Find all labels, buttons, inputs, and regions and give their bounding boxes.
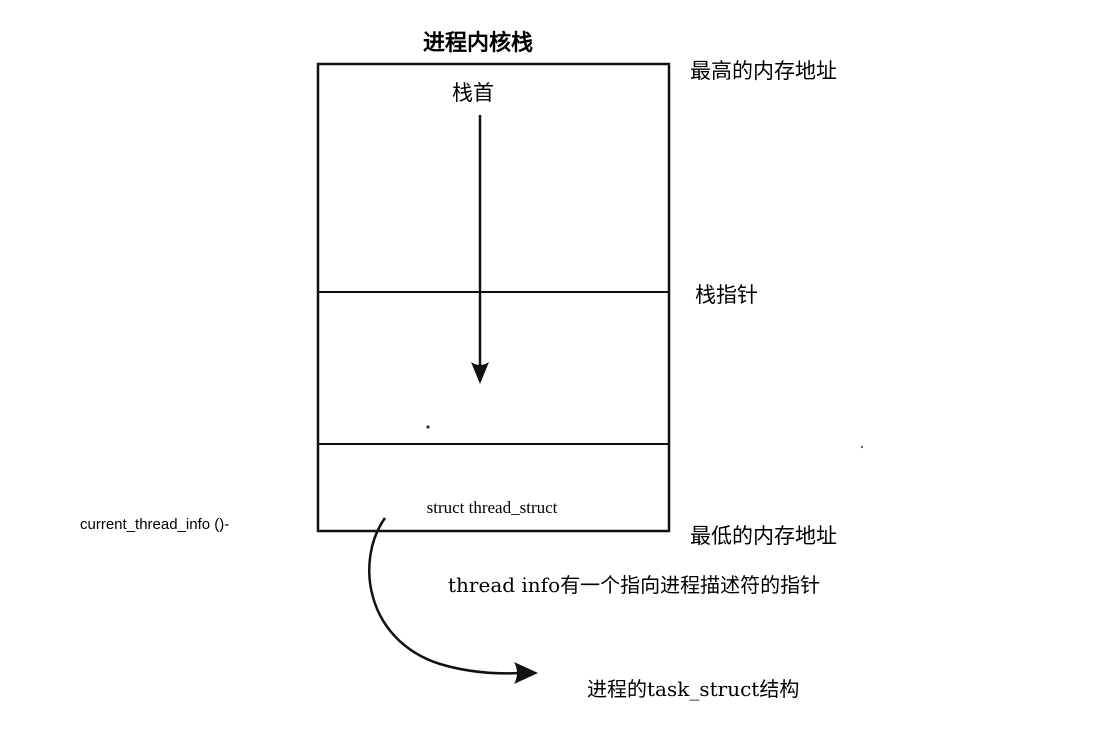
- stack-pointer-label: 栈指针: [695, 283, 758, 307]
- stack-growth-arrow-head: [471, 362, 489, 384]
- task-struct-curved-arrow: [368, 517, 521, 675]
- task-struct-label: 进程的task_struct结构: [587, 677, 799, 701]
- diagram-title: 进程内核栈: [423, 30, 533, 56]
- stray-speck: [860, 445, 864, 449]
- stray-dot: [426, 425, 430, 429]
- thread-info-note: thread info有一个指向进程描述符的指针: [448, 573, 820, 597]
- stack-top-label: 栈首: [452, 81, 494, 105]
- highest-address-label: 最高的内存地址: [690, 59, 837, 83]
- thread-struct-label: struct thread_struct: [427, 498, 558, 517]
- stack-box: [316, 62, 671, 533]
- current-thread-info-label: current_thread_info ()-: [80, 516, 229, 533]
- lowest-address-label: 最低的内存地址: [690, 524, 837, 548]
- task-struct-arrow-head: [514, 662, 538, 684]
